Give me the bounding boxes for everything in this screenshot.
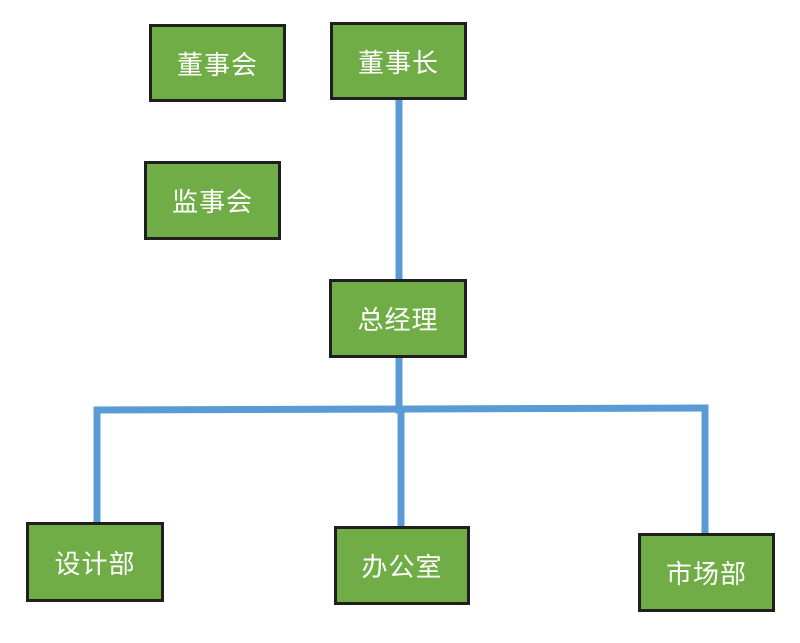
node-chairman: 董事长 (330, 22, 467, 100)
node-supervisory-board: 监事会 (144, 161, 281, 240)
node-marketing-department: 市场部 (638, 533, 775, 612)
node-design-department: 设计部 (26, 522, 164, 602)
node-board-of-directors: 董事会 (149, 24, 286, 102)
node-general-manager: 总经理 (329, 279, 467, 358)
node-office: 办公室 (334, 526, 470, 605)
